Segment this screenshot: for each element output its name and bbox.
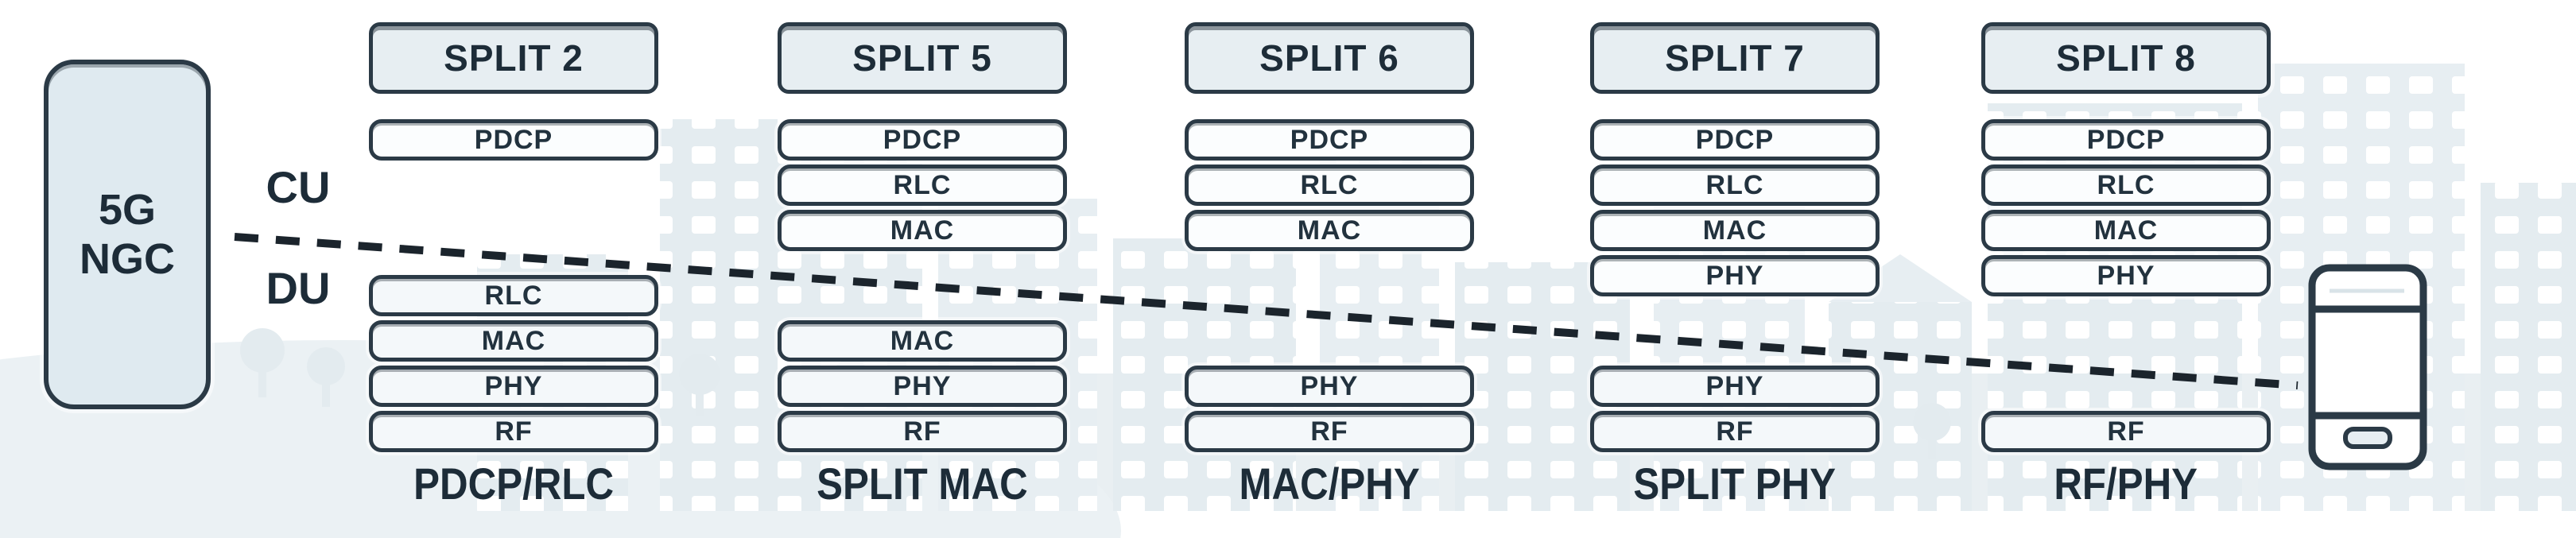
split-title: SPLIT 6: [1185, 22, 1474, 94]
cu-stack: PDCP: [369, 119, 658, 161]
layer-box: RLC: [369, 275, 658, 316]
layer-box: PDCP: [1590, 119, 1880, 161]
split-2-column: SPLIT 2 PDCP RLC MAC PHY RF PDCP/RLC: [369, 0, 658, 538]
layer-box: MAC: [778, 320, 1067, 362]
split-caption: SPLIT MAC: [778, 458, 1067, 509]
layer-box: RLC: [778, 164, 1067, 206]
cu-stack: PDCP RLC MAC: [778, 119, 1067, 251]
layer-box: RLC: [1981, 164, 2271, 206]
layer-box: PHY: [1590, 255, 1880, 296]
layer-box: MAC: [1981, 210, 2271, 251]
layer-box: MAC: [1185, 210, 1474, 251]
layer-box: PDCP: [778, 119, 1067, 161]
layer-box: RF: [369, 411, 658, 452]
du-stack: RLC MAC PHY RF: [369, 275, 658, 452]
split-caption-text: MAC/PHY: [1239, 459, 1420, 509]
du-label: DU: [266, 263, 331, 313]
layer-box: PDCP: [1185, 119, 1474, 161]
layer-box: PHY: [1590, 366, 1880, 407]
split-title: SPLIT 8: [1981, 22, 2271, 94]
layer-box: RLC: [1590, 164, 1880, 206]
layer-box: RF: [1185, 411, 1474, 452]
cu-stack: PDCP RLC MAC PHY: [1590, 119, 1880, 296]
layer-box: MAC: [1590, 210, 1880, 251]
layer-box: MAC: [778, 210, 1067, 251]
cu-label: CU: [266, 162, 331, 212]
split-caption-text: PDCP/RLC: [413, 459, 614, 509]
layer-box: RF: [1590, 411, 1880, 452]
split-title: SPLIT 2: [369, 22, 658, 94]
split-8-column: SPLIT 8 PDCP RLC MAC PHY RF RF/PHY: [1981, 0, 2271, 538]
layer-box: PHY: [1185, 366, 1474, 407]
split-caption: RF/PHY: [1981, 458, 2271, 509]
layer-box: RF: [778, 411, 1067, 452]
du-stack: RF: [1981, 411, 2271, 452]
layer-box: PDCP: [369, 119, 658, 161]
split-caption-text: SPLIT PHY: [1633, 459, 1837, 509]
core-network-node: 5G NGC: [44, 60, 211, 409]
split-title: SPLIT 7: [1590, 22, 1880, 94]
split-caption: SPLIT PHY: [1590, 458, 1880, 509]
split-caption-text: SPLIT MAC: [817, 459, 1028, 509]
layer-box: PDCP: [1981, 119, 2271, 161]
du-stack: MAC PHY RF: [778, 320, 1067, 452]
layer-box: PHY: [369, 366, 658, 407]
core-label-line2: NGC: [80, 235, 175, 283]
split-6-column: SPLIT 6 PDCP RLC MAC PHY RF MAC/PHY: [1185, 0, 1474, 538]
layer-box: MAC: [369, 320, 658, 362]
split-caption: MAC/PHY: [1185, 458, 1474, 509]
cu-stack: PDCP RLC MAC PHY: [1981, 119, 2271, 296]
split-caption: PDCP/RLC: [369, 458, 658, 509]
layer-box: PHY: [1981, 255, 2271, 296]
du-stack: PHY RF: [1590, 366, 1880, 452]
split-title: SPLIT 5: [778, 22, 1067, 94]
layer-box: RLC: [1185, 164, 1474, 206]
split-5-column: SPLIT 5 PDCP RLC MAC MAC PHY RF SPLIT MA…: [778, 0, 1067, 538]
split-7-column: SPLIT 7 PDCP RLC MAC PHY PHY RF SPLIT PH…: [1590, 0, 1880, 538]
split-caption-text: RF/PHY: [2054, 459, 2198, 509]
core-label-line1: 5G: [98, 186, 157, 234]
cu-stack: PDCP RLC MAC: [1185, 119, 1474, 251]
layer-box: PHY: [778, 366, 1067, 407]
du-stack: PHY RF: [1185, 366, 1474, 452]
layer-box: RF: [1981, 411, 2271, 452]
